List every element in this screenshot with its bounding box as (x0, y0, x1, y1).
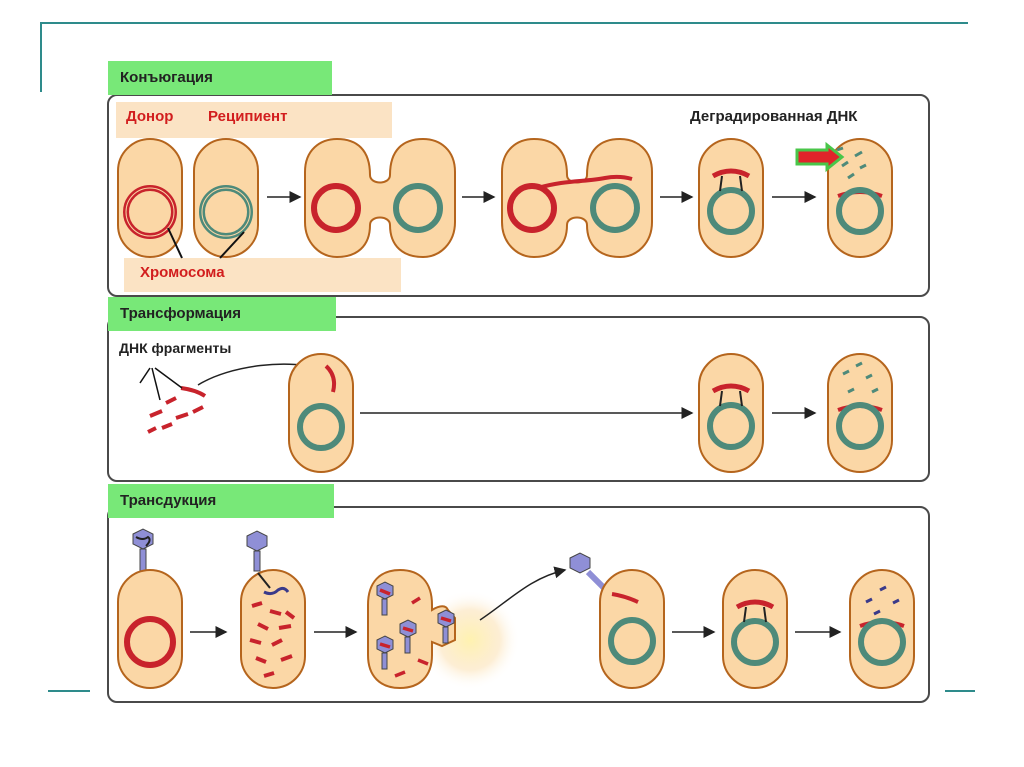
final-cell-transf (827, 353, 893, 473)
slide-bottom-right-line (945, 690, 975, 692)
bacteriophage-1 (132, 528, 154, 572)
new-host-cell (599, 569, 665, 689)
slide-left-line (40, 22, 42, 92)
recombinant-cell-transd (722, 569, 788, 689)
free-dna-fragments (147, 386, 207, 434)
transfer-pair-cell (501, 137, 653, 259)
conjugation-title: Конъюгация (108, 61, 332, 95)
chromosome-label-box (124, 258, 401, 292)
transformation-title: Трансформация (108, 297, 336, 331)
fragmenting-cell (240, 569, 306, 689)
recipient-label: Реципиент (208, 108, 288, 125)
recombinant-cell-conj (698, 138, 764, 258)
mating-pair-cell (304, 137, 456, 259)
transduction-title: Трансдукция (108, 484, 334, 518)
host-dna-fragments (249, 601, 296, 678)
degraded-dna-arrow (795, 141, 845, 173)
slide-top-line (40, 22, 968, 24)
donor-recipient-label-box (116, 102, 392, 138)
transformation-panel (107, 316, 930, 482)
donor-label: Донор (126, 108, 174, 125)
dna-fragments-label: ДНК фрагменты (119, 340, 232, 356)
chromosome-label: Хромосома (140, 264, 225, 281)
competent-cell (288, 353, 354, 473)
degraded-dna-fragments (836, 146, 867, 180)
transducing-phage (569, 552, 611, 595)
slide-bottom-left-line (48, 690, 90, 692)
recombinant-cell-transf (698, 353, 764, 473)
degraded-dna-label: Деградированная ДНК (690, 108, 858, 125)
bacteriophage-2 (246, 530, 268, 572)
